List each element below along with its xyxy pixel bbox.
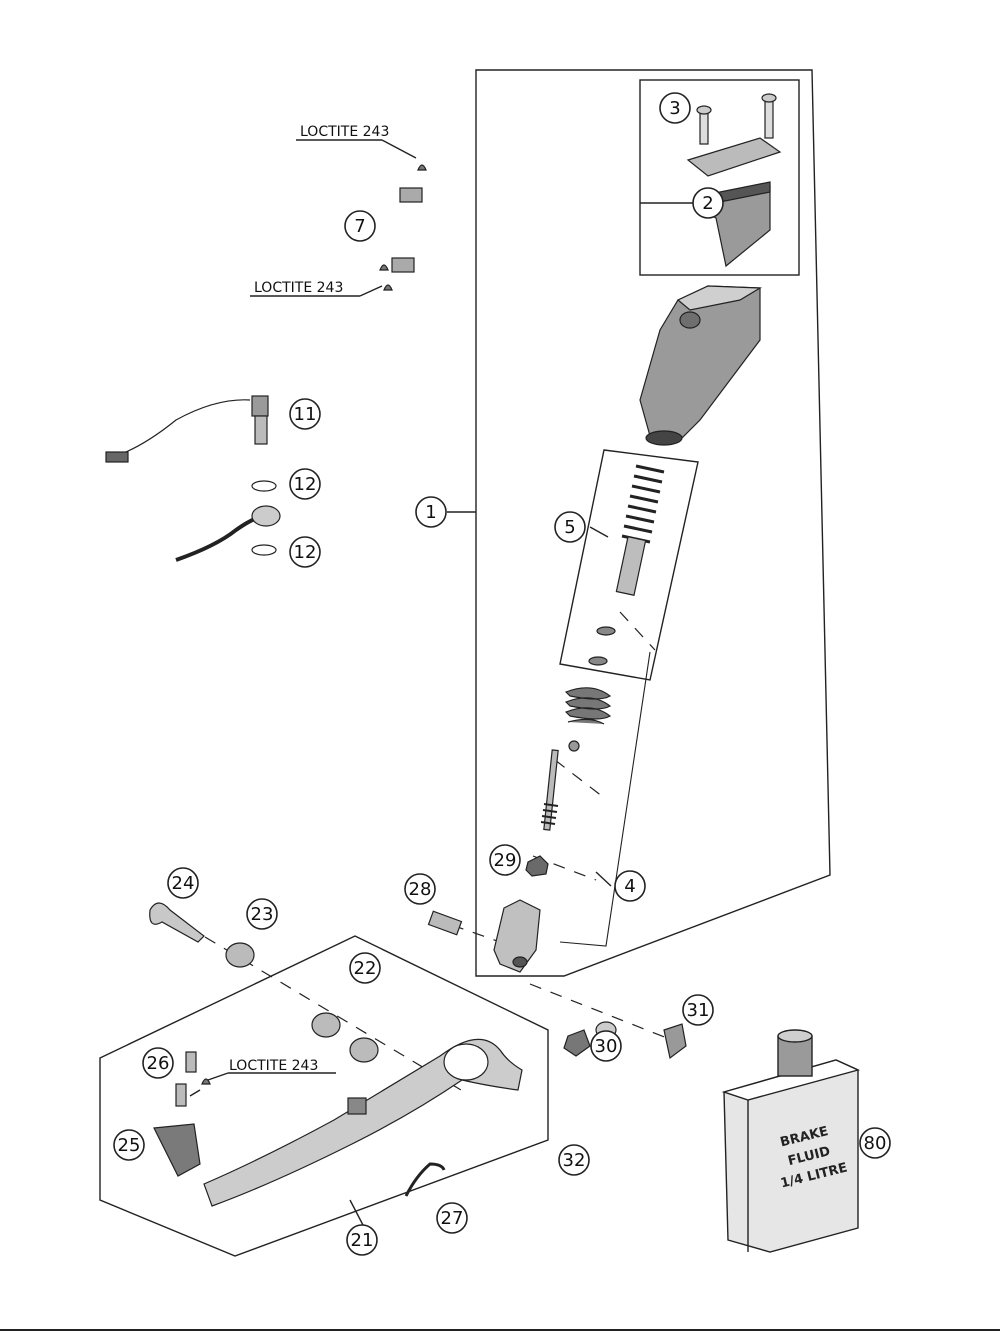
callout-circle: [682, 994, 714, 1026]
callout-25: 25: [113, 1129, 145, 1161]
callout-24: 24: [167, 867, 199, 899]
callout-number: 2: [702, 193, 713, 214]
callout-circle: [142, 1047, 174, 1079]
callout-number: 21: [351, 1230, 374, 1251]
callout-number: 22: [354, 958, 377, 979]
callout-21: 21: [346, 1224, 378, 1256]
callout-30: 30: [590, 1030, 622, 1062]
callout-number: 23: [251, 904, 274, 925]
callout-12: 12: [289, 468, 321, 500]
loctite-label-pedal: LOCTITE 243: [229, 1058, 318, 1074]
callout-circle: [289, 468, 321, 500]
callout-number: 32: [563, 1150, 586, 1171]
callout-3: 3: [659, 92, 691, 124]
callout-circle: [415, 496, 447, 528]
callout-number: 1: [425, 502, 436, 523]
callout-circle: [614, 870, 646, 902]
callout-number: 12: [294, 474, 317, 495]
callout-4: 4: [614, 870, 646, 902]
callout-number: 80: [864, 1133, 887, 1154]
callout-11: 11: [289, 398, 321, 430]
loctite-label-middle: LOCTITE 243: [254, 280, 343, 296]
callout-22: 22: [349, 952, 381, 984]
callout-1: 1: [415, 496, 447, 528]
callout-circle: [349, 952, 381, 984]
callout-circle: [554, 511, 586, 543]
callout-circle: [167, 867, 199, 899]
callout-28: 28: [404, 873, 436, 905]
callout-circle: [659, 92, 691, 124]
callout-80: 80: [859, 1127, 891, 1159]
callout-number: 27: [441, 1208, 464, 1229]
callout-2: 2: [692, 187, 724, 219]
callout-number: 7: [354, 216, 365, 237]
callout-circle: [692, 187, 724, 219]
callout-number: 12: [294, 542, 317, 563]
callout-32: 32: [558, 1144, 590, 1176]
assembly-frame-5: [559, 449, 699, 681]
callout-circle: [404, 873, 436, 905]
callout-27: 27: [436, 1202, 468, 1234]
callout-number: 4: [624, 876, 635, 897]
assembly-frame-1: [475, 69, 831, 977]
callout-circle: [246, 898, 278, 930]
callout-number: 30: [595, 1036, 618, 1057]
loctite-label-upper: LOCTITE 243: [300, 124, 389, 140]
callout-12: 12: [289, 536, 321, 568]
callout-circle: [436, 1202, 468, 1234]
callout-26: 26: [142, 1047, 174, 1079]
callout-number: 24: [172, 873, 195, 894]
callout-31: 31: [682, 994, 714, 1026]
brake-fluid-jug: [721, 1029, 861, 1253]
callout-circle: [590, 1030, 622, 1062]
callout-number: 25: [118, 1135, 141, 1156]
callout-circle: [289, 536, 321, 568]
callout-number: 28: [409, 879, 432, 900]
callout-circle: [113, 1129, 145, 1161]
callout-circle: [489, 844, 521, 876]
callout-circle: [344, 210, 376, 242]
callout-number: 26: [147, 1053, 170, 1074]
callout-number: 5: [564, 517, 575, 538]
callout-circle: [346, 1224, 378, 1256]
callout-number: 11: [294, 404, 317, 425]
callout-number: 31: [687, 1000, 710, 1021]
callout-7: 7: [344, 210, 376, 242]
callout-23: 23: [246, 898, 278, 930]
callout-circle: [289, 398, 321, 430]
callout-circle: [558, 1144, 590, 1176]
callout-29: 29: [489, 844, 521, 876]
callout-circle: [859, 1127, 891, 1159]
callout-5: 5: [554, 511, 586, 543]
assembly-frame-21: [99, 935, 549, 1257]
callout-number: 29: [494, 850, 517, 871]
assembly-frame-2: [639, 79, 800, 276]
callout-number: 3: [669, 98, 680, 119]
